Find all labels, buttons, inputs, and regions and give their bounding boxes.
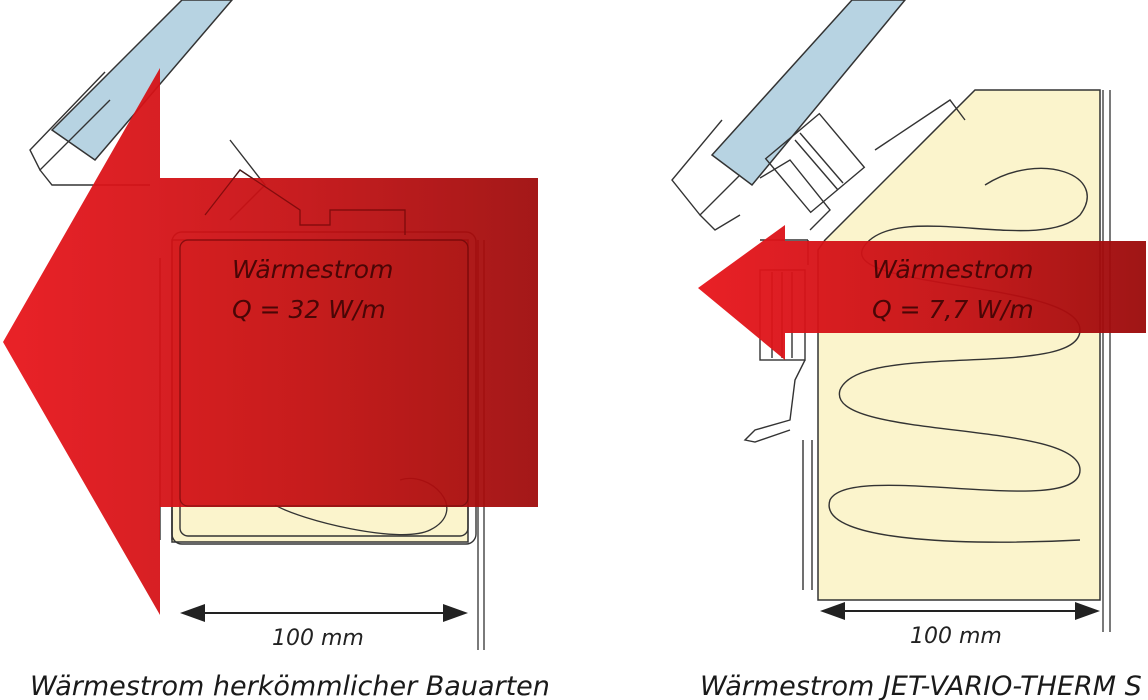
left-flow-label: Wärmestrom xyxy=(232,255,393,284)
left-heat-flow-arrow xyxy=(3,68,538,615)
right-caption: Wärmestrom JET-VARIO-THERM S xyxy=(700,671,1142,700)
right-detail: Wärmestrom Q = 7,7 W/m 100 mm Wärmestrom… xyxy=(671,0,1146,700)
right-insulation xyxy=(817,89,1101,601)
right-dimension xyxy=(820,602,1100,620)
left-dimension xyxy=(180,604,468,622)
right-glass-pane xyxy=(710,0,906,187)
right-flow-label: Wärmestrom xyxy=(872,255,1033,284)
right-dimension-label: 100 mm xyxy=(910,624,1002,649)
left-detail: Wärmestrom Q = 32 W/m 100 mm Wärmestrom … xyxy=(3,0,550,700)
left-dimension-label: 100 mm xyxy=(272,626,364,651)
left-glass-pane xyxy=(50,0,233,162)
right-heat-flow-arrow xyxy=(698,225,1146,360)
right-flow-value: Q = 7,7 W/m xyxy=(872,295,1034,324)
left-caption: Wärmestrom herkömmlicher Bauarten xyxy=(30,671,550,700)
left-flow-value: Q = 32 W/m xyxy=(232,295,386,324)
right-insulation-wave xyxy=(828,167,1088,543)
